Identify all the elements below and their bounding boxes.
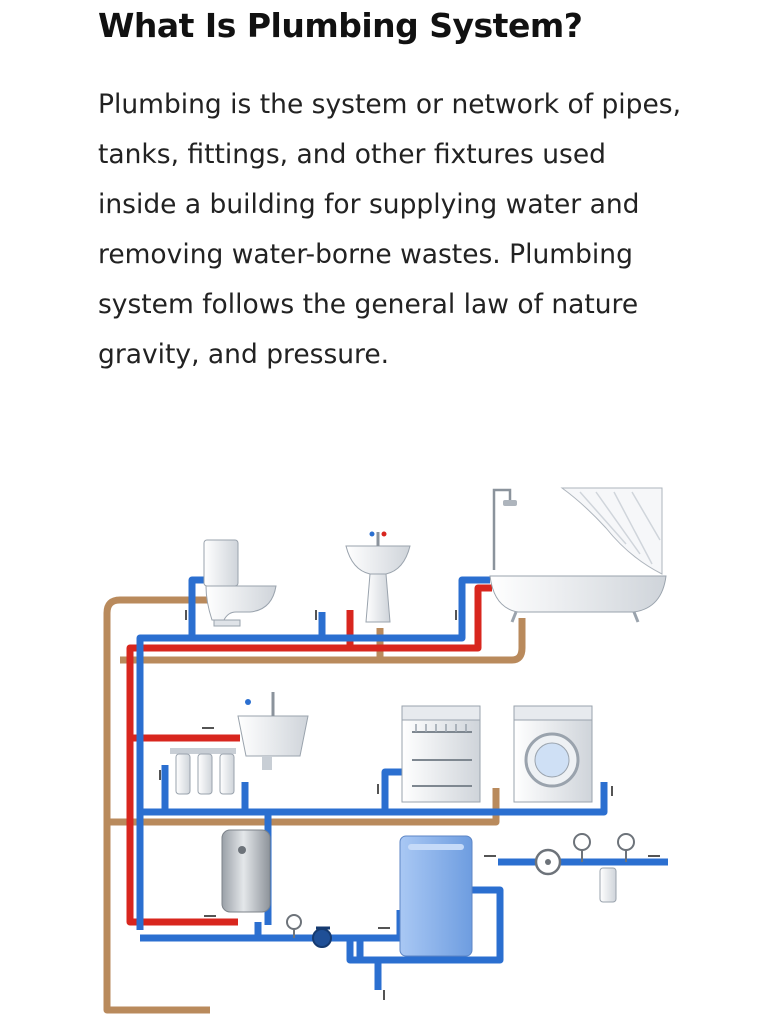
boiler-icon [399, 835, 473, 957]
shower-curtain [560, 487, 663, 575]
water-filter-icon [170, 748, 236, 795]
water-heater-icon [221, 829, 271, 913]
washing-machine-icon [513, 705, 593, 803]
pump-icon [312, 926, 332, 948]
hot-water-pipes [126, 584, 492, 926]
toilet-icon [203, 539, 277, 627]
valve-marks [159, 610, 660, 1000]
page-title: What Is Plumbing System? [98, 6, 583, 45]
shower-icon [492, 488, 517, 570]
dishwasher-icon [401, 705, 481, 803]
sink-icon [345, 531, 411, 623]
article-paragraph: Plumbing is the system or network of pip… [98, 89, 681, 370]
bathtub-icon [489, 575, 667, 623]
plumbing-diagram [103, 487, 668, 1014]
kitchen-sink-icon [237, 692, 309, 770]
water-meter-icon [534, 848, 562, 876]
pressure-gauge-icon [286, 833, 635, 938]
inlet-filter [599, 867, 617, 903]
drain-pipes [103, 596, 526, 1014]
